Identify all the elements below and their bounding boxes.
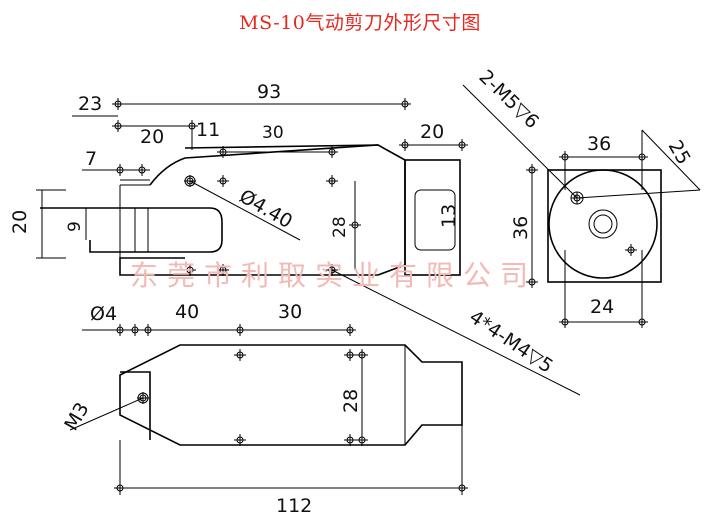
hole-marker — [216, 174, 230, 188]
dim-9: 9 — [65, 221, 85, 232]
dim-4-diameter: Ø4 — [90, 303, 117, 325]
top-view-blade — [40, 207, 223, 253]
dim-28-front: 28 — [340, 389, 362, 413]
thread-hole — [624, 243, 638, 257]
dim-m3: M3 — [60, 399, 93, 435]
dim-36-left: 36 — [510, 216, 532, 240]
callout-4-m4: 4*4-M4▽5 — [465, 306, 557, 378]
callout-2-m5: 2-M5▽6 — [475, 66, 544, 133]
drawing-title: MS-10气动剪刀外形尺寸图 — [239, 12, 481, 34]
dim-13: 13 — [438, 204, 460, 228]
dim-28: 28 — [330, 216, 350, 238]
dim-112: 112 — [276, 495, 312, 517]
hole-marker — [325, 174, 339, 188]
dim-36-top: 36 — [587, 133, 611, 155]
dim-20-vertical: 20 — [9, 210, 31, 234]
front-view: M3 28 4*4-M4▽5 112 — [60, 269, 581, 517]
dim-7: 7 — [85, 148, 97, 170]
front-view-outline — [119, 344, 463, 446]
side-view-circle — [548, 169, 658, 279]
dim-93: 93 — [257, 81, 281, 103]
dim-hole-diameter: Ø4.40 — [236, 185, 297, 233]
dim-40: 40 — [175, 301, 199, 323]
dim-25: 25 — [664, 137, 695, 169]
dim-30: 30 — [262, 123, 284, 143]
dim-30-lower: 30 — [278, 301, 302, 323]
dim-24: 24 — [590, 296, 614, 318]
hole-marker — [233, 348, 247, 362]
dim-20-right: 20 — [420, 121, 444, 143]
dim-20-left: 20 — [140, 126, 164, 148]
dim-11: 11 — [196, 119, 220, 141]
top-view-body-outline — [119, 144, 406, 276]
top-view-slot — [414, 189, 456, 251]
watermark-text: 东莞市利取实业有限公司 — [130, 259, 537, 292]
top-edge — [184, 144, 379, 149]
top-view: 20 9 93 23 20 11 30 20 7 — [9, 81, 469, 337]
dim-23: 23 — [78, 93, 102, 115]
hole-marker — [343, 348, 357, 362]
